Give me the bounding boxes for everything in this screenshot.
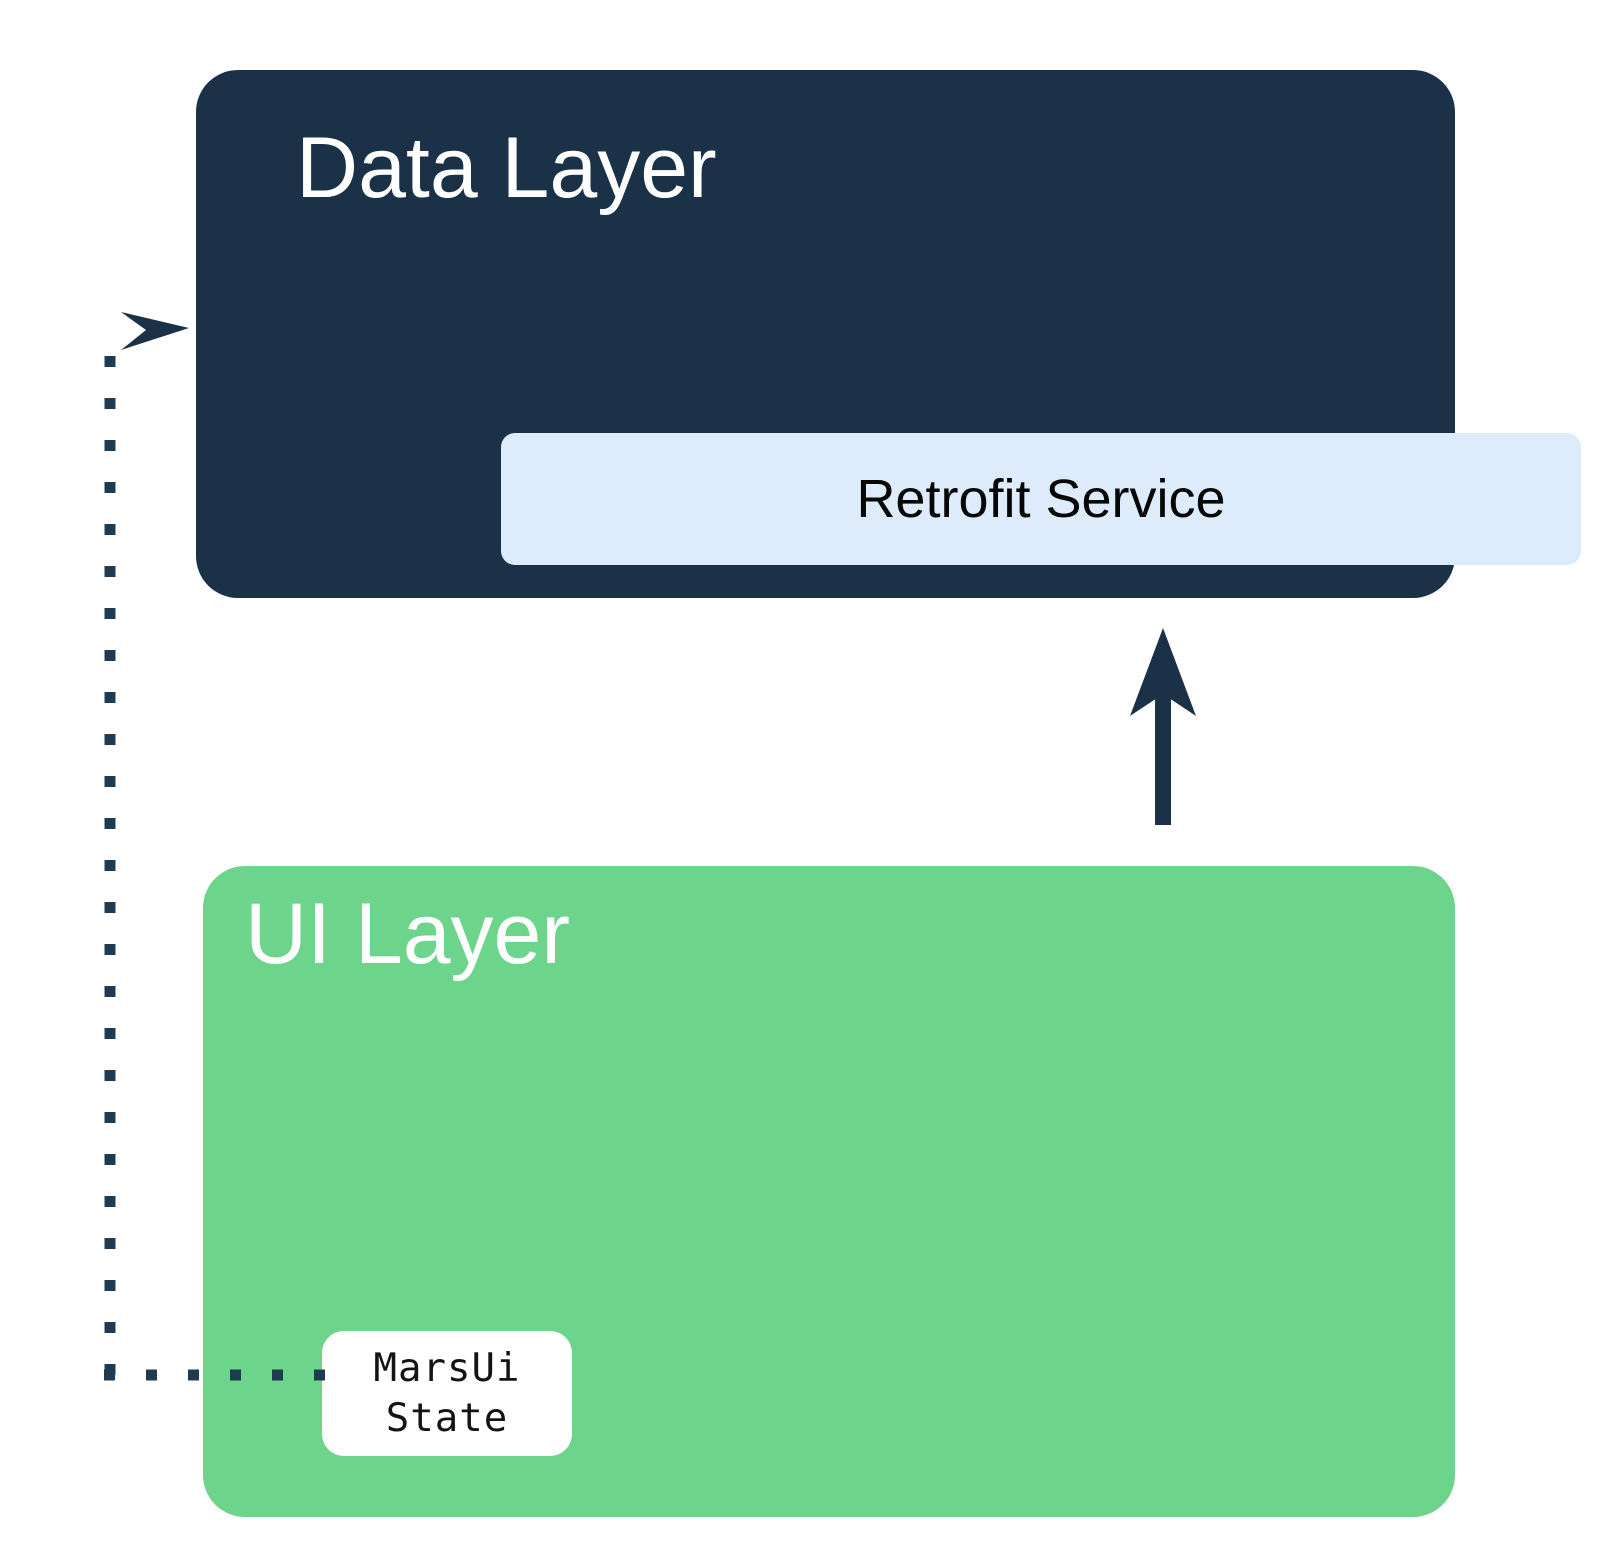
retrofit-service-node[interactable]: Retrofit Service bbox=[501, 433, 1581, 565]
data-layer-title: Data Layer bbox=[296, 120, 717, 216]
mars-ui-state-line-2: State bbox=[385, 1395, 509, 1441]
mars-ui-state-line-1: MarsUi bbox=[373, 1345, 521, 1391]
dotted-connector-arrowhead bbox=[121, 312, 189, 350]
ui-layer-title: UI Layer bbox=[245, 886, 571, 982]
mars-ui-state-callout[interactable]: MarsUi State bbox=[322, 1331, 572, 1456]
solid-connector-ui-to-data bbox=[1130, 628, 1196, 825]
data-layer-container: Data Layer Retrofit Service bbox=[196, 70, 1581, 598]
